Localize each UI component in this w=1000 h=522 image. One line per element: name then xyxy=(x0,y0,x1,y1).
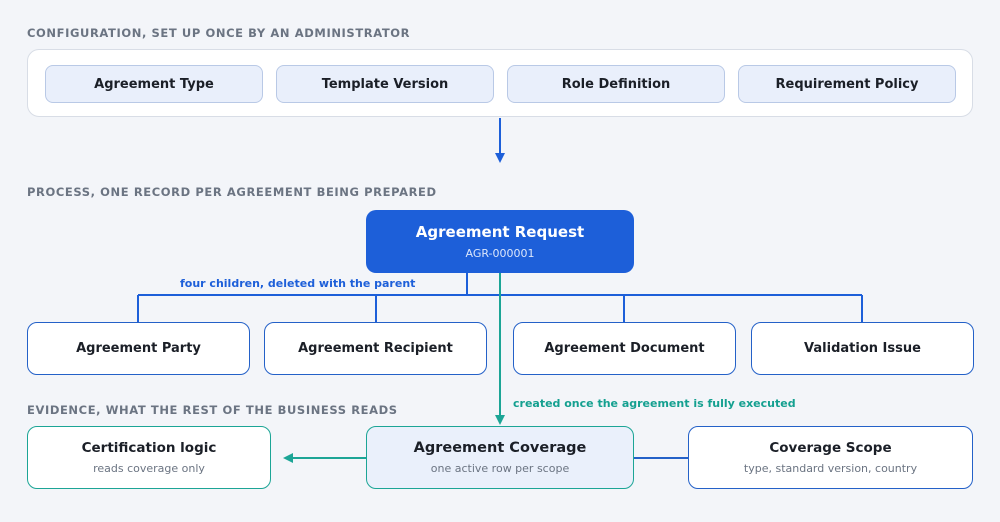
agreement-request-id: AGR-000001 xyxy=(465,247,535,260)
config-item-template-version[interactable]: Template Version xyxy=(276,65,494,103)
certification-logic-node[interactable]: Certification logic reads coverage only xyxy=(27,426,271,489)
coverage-scope-node[interactable]: Coverage Scope type, standard version, c… xyxy=(688,426,973,489)
configuration-panel: Agreement Type Template Version Role Def… xyxy=(27,49,973,117)
section-label-configuration: CONFIGURATION, SET UP ONCE BY AN ADMINIS… xyxy=(27,26,411,40)
children-note: four children, deleted with the parent xyxy=(180,277,416,290)
config-item-agreement-type[interactable]: Agreement Type xyxy=(45,65,263,103)
certification-logic-sub: reads coverage only xyxy=(93,462,205,475)
child-agreement-party[interactable]: Agreement Party xyxy=(27,322,250,375)
agreement-coverage-title: Agreement Coverage xyxy=(413,440,587,456)
agreement-coverage-sub: one active row per scope xyxy=(430,462,570,475)
child-agreement-recipient[interactable]: Agreement Recipient xyxy=(264,322,487,375)
child-validation-issue[interactable]: Validation Issue xyxy=(751,322,974,375)
coverage-scope-title: Coverage Scope xyxy=(769,440,892,456)
certification-logic-title: Certification logic xyxy=(81,440,217,456)
child-agreement-document[interactable]: Agreement Document xyxy=(513,322,736,375)
agreement-coverage-node[interactable]: Agreement Coverage one active row per sc… xyxy=(366,426,634,489)
agreement-request-node[interactable]: Agreement Request AGR-000001 xyxy=(366,210,634,273)
coverage-scope-sub: type, standard version, country xyxy=(743,462,918,475)
config-item-role-definition[interactable]: Role Definition xyxy=(507,65,725,103)
coverage-note: created once the agreement is fully exec… xyxy=(513,397,796,410)
section-label-evidence: EVIDENCE, WHAT THE REST OF THE BUSINESS … xyxy=(27,403,398,417)
section-label-process: PROCESS, ONE RECORD PER AGREEMENT BEING … xyxy=(27,185,437,199)
config-item-requirement-policy[interactable]: Requirement Policy xyxy=(738,65,956,103)
agreement-request-title: Agreement Request xyxy=(415,223,585,241)
